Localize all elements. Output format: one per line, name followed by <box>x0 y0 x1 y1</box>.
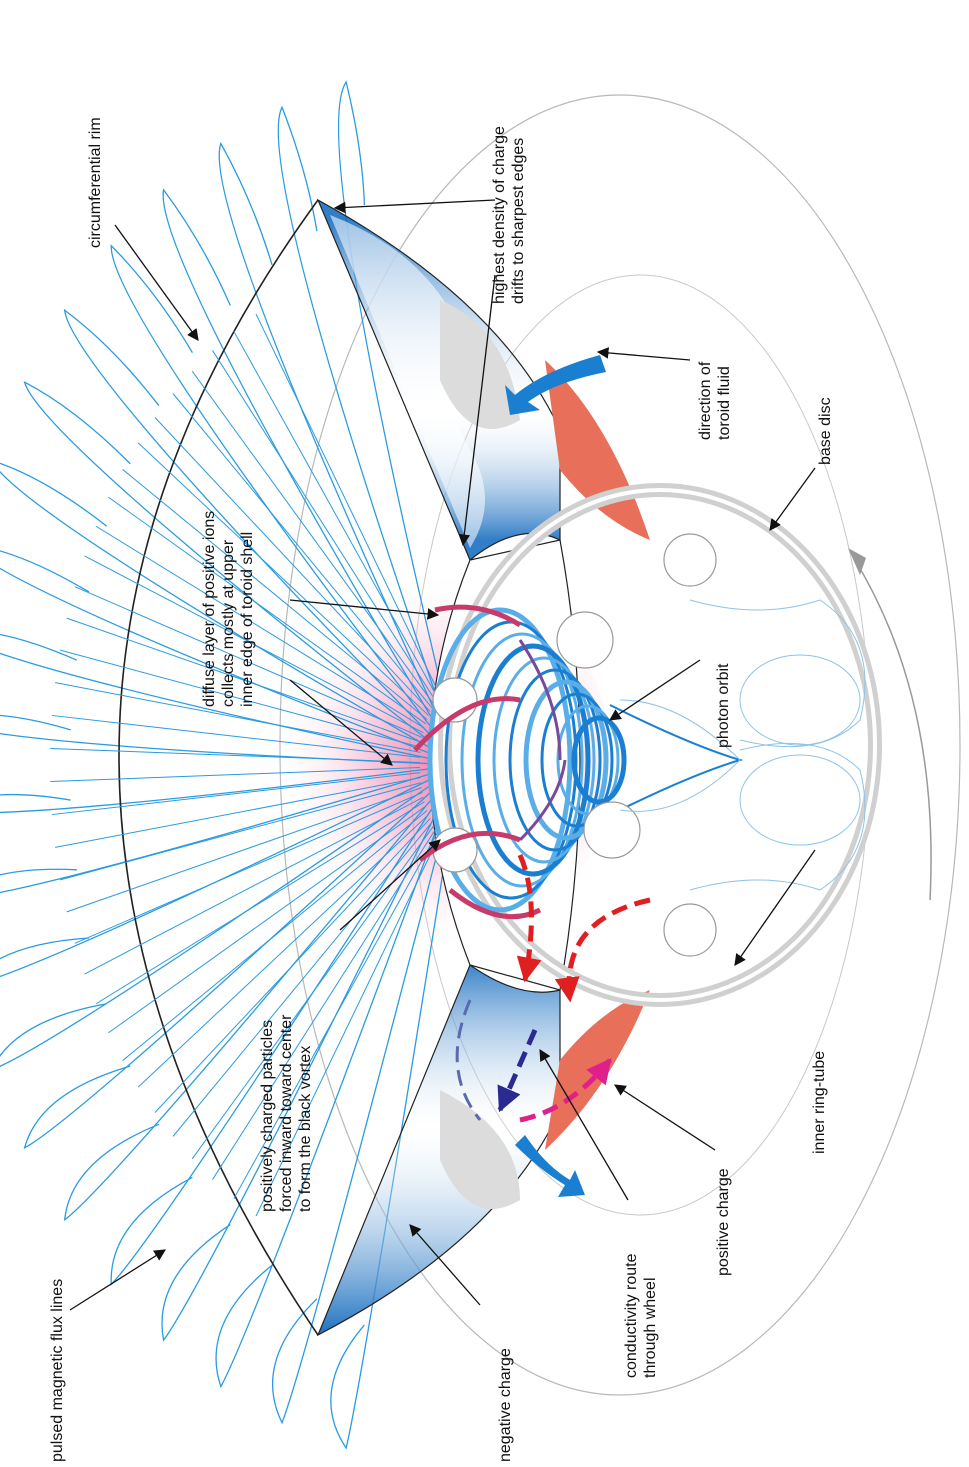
flux-loop <box>0 462 461 766</box>
radial-flux-line <box>95 525 425 729</box>
lower-toroid-shell <box>316 964 650 1337</box>
radial-flux-line <box>172 393 433 709</box>
label-base-disc: base disc <box>817 397 834 465</box>
radial-flux-line <box>66 617 422 743</box>
label-diffuse-layer: diffuse layer of positive ions collects … <box>201 510 256 707</box>
flux-loop <box>0 633 461 766</box>
vortex-coil <box>475 643 591 877</box>
radial-flux-line <box>233 331 439 699</box>
label-inner-ring-tube: inner ring-tube <box>811 1050 828 1154</box>
flux-loop <box>218 141 461 766</box>
flux-loop <box>277 105 461 766</box>
vortex-coil <box>556 704 620 816</box>
radial-flux-line <box>50 767 421 783</box>
flux-loop <box>63 764 461 1222</box>
radial-flux-line <box>66 787 422 913</box>
radial-flux-line <box>55 682 421 753</box>
leader-lines <box>69 199 816 1311</box>
label-direction-toroid-fluid: direction of toroid fluid <box>697 361 733 440</box>
vortex-coil <box>571 715 627 805</box>
radial-flux-line <box>95 801 425 1005</box>
vortex-coil <box>460 632 584 888</box>
radial-flux-line <box>122 810 428 1061</box>
radial-flux-line <box>255 313 441 696</box>
conductivity-arrows <box>455 853 651 1123</box>
toroid-fluid-arrows <box>505 355 606 1197</box>
flux-loop <box>0 764 461 894</box>
flux-loop <box>110 244 461 766</box>
label-positively-charged: positively charged particles forced inwa… <box>259 1014 314 1212</box>
vortex-coil <box>523 679 609 841</box>
vortex-coil <box>540 692 614 828</box>
radial-flux-line <box>233 831 439 1199</box>
flux-loop <box>330 764 461 1450</box>
label-positive-charge: positive charge <box>715 1168 732 1276</box>
label-conductivity-route: conductivity route through wheel <box>623 1253 659 1378</box>
radial-flux-line <box>51 772 421 816</box>
flux-loop <box>162 188 461 766</box>
radial-flux-lines <box>50 313 441 1217</box>
vortex-coil <box>427 607 573 913</box>
radial-flux-line <box>172 821 433 1137</box>
radial-flux-line <box>212 828 437 1180</box>
flux-loop <box>0 764 461 1067</box>
label-highest-density: highest density of charge drifts to shar… <box>491 126 527 304</box>
flux-loop <box>161 764 461 1342</box>
radial-flux-line <box>84 796 424 975</box>
radial-flux-line <box>59 649 422 748</box>
label-negative-charge: negative charge <box>497 1348 514 1462</box>
flux-loop <box>337 80 461 766</box>
radial-flux-line <box>55 777 421 848</box>
vortex-coil <box>508 668 602 852</box>
radial-flux-line <box>154 417 431 712</box>
label-photon-orbit: photon orbit <box>715 663 732 748</box>
radial-flux-line <box>122 469 428 720</box>
radial-flux-line <box>108 496 427 725</box>
vortex-coil <box>492 656 596 864</box>
radial-flux-line <box>51 714 421 758</box>
circumferential-rim <box>118 199 319 1336</box>
radial-flux-line <box>191 370 435 705</box>
radial-flux-line <box>50 747 421 763</box>
flux-loop <box>0 764 461 978</box>
flux-loop <box>63 308 461 766</box>
label-pulsed-flux: pulsed magnetic flux lines <box>49 1278 66 1462</box>
flux-loop <box>110 764 461 1286</box>
radial-flux-line <box>137 442 429 716</box>
radial-flux-line <box>255 834 441 1217</box>
flux-loop <box>215 764 461 1389</box>
radial-flux-line <box>212 350 437 702</box>
radial-flux-line <box>59 782 422 881</box>
rotation-arrowhead <box>848 548 866 575</box>
label-circumferential-rim: circumferential rim <box>87 117 104 248</box>
rotation-arrow <box>854 559 932 901</box>
radial-flux-line <box>74 586 423 739</box>
radial-flux-line <box>108 805 427 1034</box>
upper-toroid-shell <box>316 198 650 561</box>
flux-loop <box>0 764 461 814</box>
radial-flux-line <box>84 555 424 734</box>
flux-loop <box>271 764 461 1425</box>
flux-loop <box>23 380 461 766</box>
radial-flux-line <box>137 814 429 1088</box>
radial-flux-line <box>154 818 431 1113</box>
flux-loop <box>23 764 461 1150</box>
wheel-structures <box>619 599 866 891</box>
flux-loop <box>0 714 461 766</box>
radial-flux-line <box>74 791 423 944</box>
